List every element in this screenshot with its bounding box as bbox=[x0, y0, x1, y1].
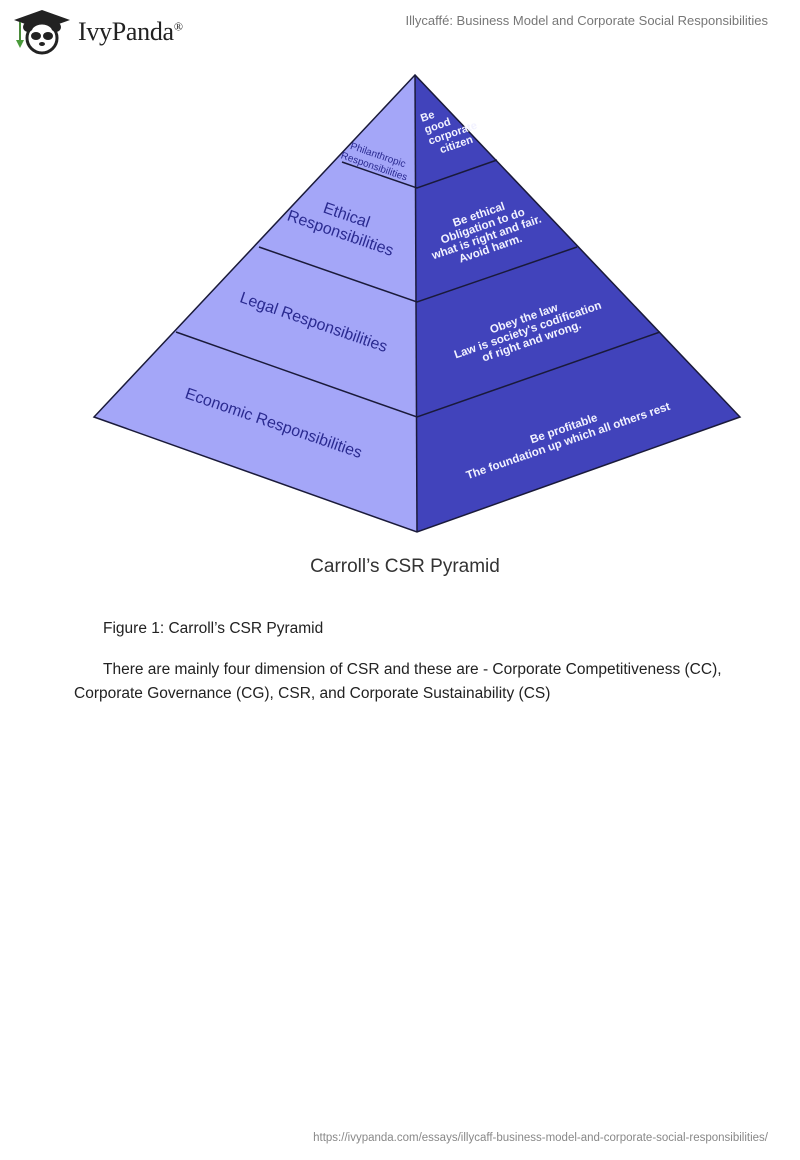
level-divider bbox=[258, 246, 578, 303]
body-paragraph: There are mainly four dimension of CSR a… bbox=[74, 661, 722, 702]
logo-text: IvyPanda bbox=[78, 17, 174, 46]
panda-graduate-icon bbox=[14, 10, 70, 55]
csr-pyramid-figure: PhilanthropicResponsibilities EthicalRes… bbox=[92, 73, 742, 533]
left-face bbox=[94, 75, 417, 532]
right-face bbox=[415, 75, 740, 532]
registered-mark: ® bbox=[173, 19, 183, 34]
ivypanda-logo[interactable]: IvyPanda® bbox=[10, 8, 183, 56]
center-edge bbox=[414, 74, 418, 533]
source-url[interactable]: https://ivypanda.com/essays/illycaff-bus… bbox=[313, 1132, 768, 1144]
pyramid-image-caption: Carroll’s CSR Pyramid bbox=[310, 556, 500, 577]
document-title: Illycaffé: Business Model and Corporate … bbox=[405, 13, 768, 28]
level-divider bbox=[341, 159, 498, 189]
figure-caption: Figure 1: Carroll’s CSR Pyramid bbox=[103, 620, 324, 637]
